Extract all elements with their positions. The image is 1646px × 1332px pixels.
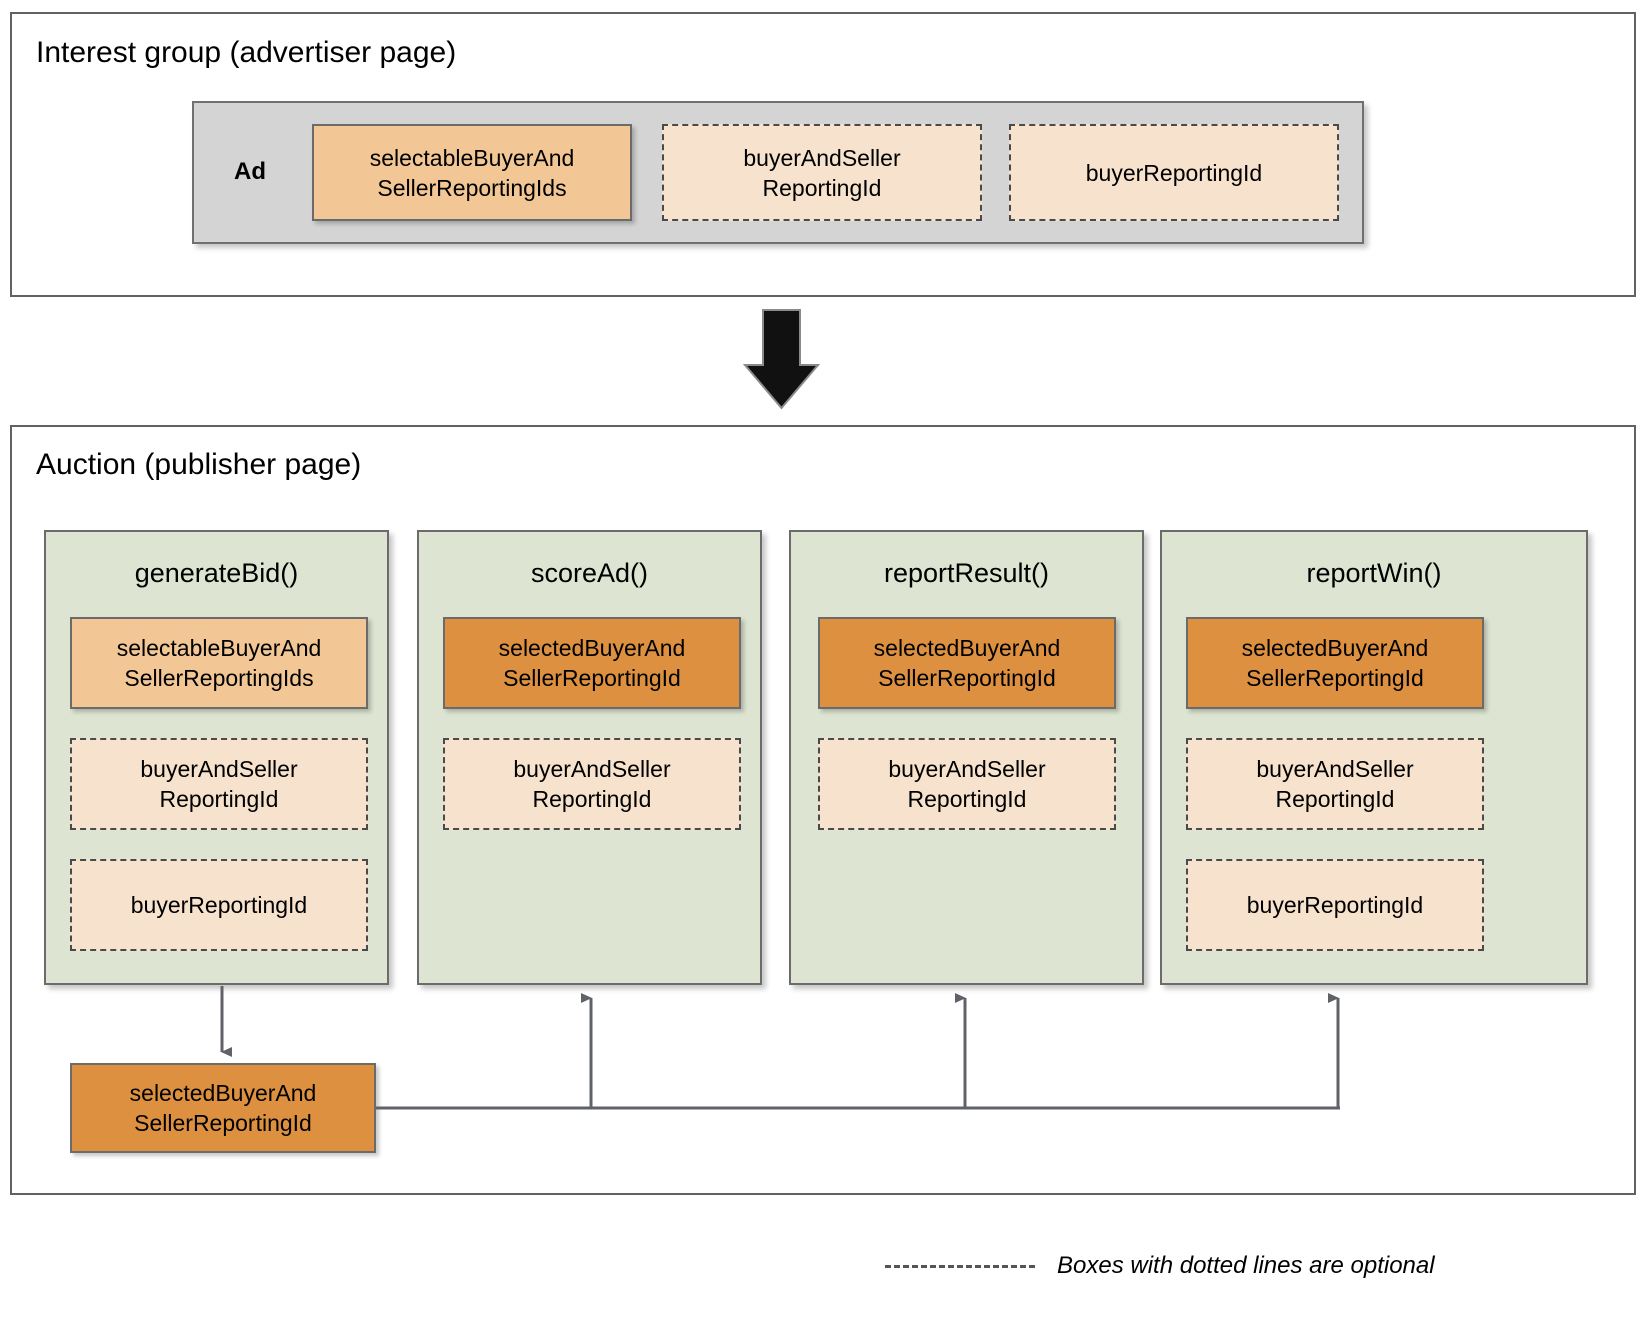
gb-box-buyer-and-seller-reporting-id[interactable]: buyerAndSeller ReportingId: [70, 738, 368, 830]
rr-box-selected-buyer-and-seller-reporting-id[interactable]: selectedBuyerAnd SellerReportingId: [818, 617, 1116, 709]
flow-arrow-icon: [742, 309, 821, 410]
auction-title: Auction (publisher page): [36, 448, 362, 481]
gb-box-buyer-reporting-id[interactable]: buyerReportingId: [70, 859, 368, 951]
rw-box-buyer-reporting-id[interactable]: buyerReportingId: [1186, 859, 1484, 951]
legend-text: Boxes with dotted lines are optional: [1057, 1252, 1435, 1279]
function-title-generate-bid: generateBid(): [134, 558, 299, 588]
ig-box-buyer-and-seller-reporting-id[interactable]: buyerAndSeller ReportingId: [662, 124, 982, 221]
sa-box-selected-buyer-and-seller-reporting-id[interactable]: selectedBuyerAnd SellerReportingId: [443, 617, 741, 709]
interest-group-title: Interest group (advertiser page): [36, 36, 457, 69]
ig-box-buyer-reporting-id[interactable]: buyerReportingId: [1009, 124, 1339, 221]
rw-box-selected-buyer-and-seller-reporting-id[interactable]: selectedBuyerAnd SellerReportingId: [1186, 617, 1484, 709]
selected-buyer-and-seller-reporting-id-node[interactable]: selectedBuyerAnd SellerReportingId: [70, 1063, 376, 1153]
ig-box-selectable-buyer-and-seller-reporting-ids[interactable]: selectableBuyerAnd SellerReportingIds: [312, 124, 632, 221]
gb-box-selectable-buyer-and-seller-reporting-ids[interactable]: selectableBuyerAnd SellerReportingIds: [70, 617, 368, 709]
rr-box-buyer-and-seller-reporting-id[interactable]: buyerAndSeller ReportingId: [818, 738, 1116, 830]
function-title-score-ad: scoreAd(): [530, 558, 649, 588]
ad-label: Ad: [234, 158, 266, 185]
function-title-report-result: reportResult(): [883, 558, 1050, 588]
dashed-line-swatch-icon: [885, 1264, 1035, 1268]
rw-box-buyer-and-seller-reporting-id[interactable]: buyerAndSeller ReportingId: [1186, 738, 1484, 830]
sa-box-buyer-and-seller-reporting-id[interactable]: buyerAndSeller ReportingId: [443, 738, 741, 830]
function-title-report-win: reportWin(): [1306, 558, 1442, 588]
legend: Boxes with dotted lines are optional: [885, 1252, 1435, 1280]
